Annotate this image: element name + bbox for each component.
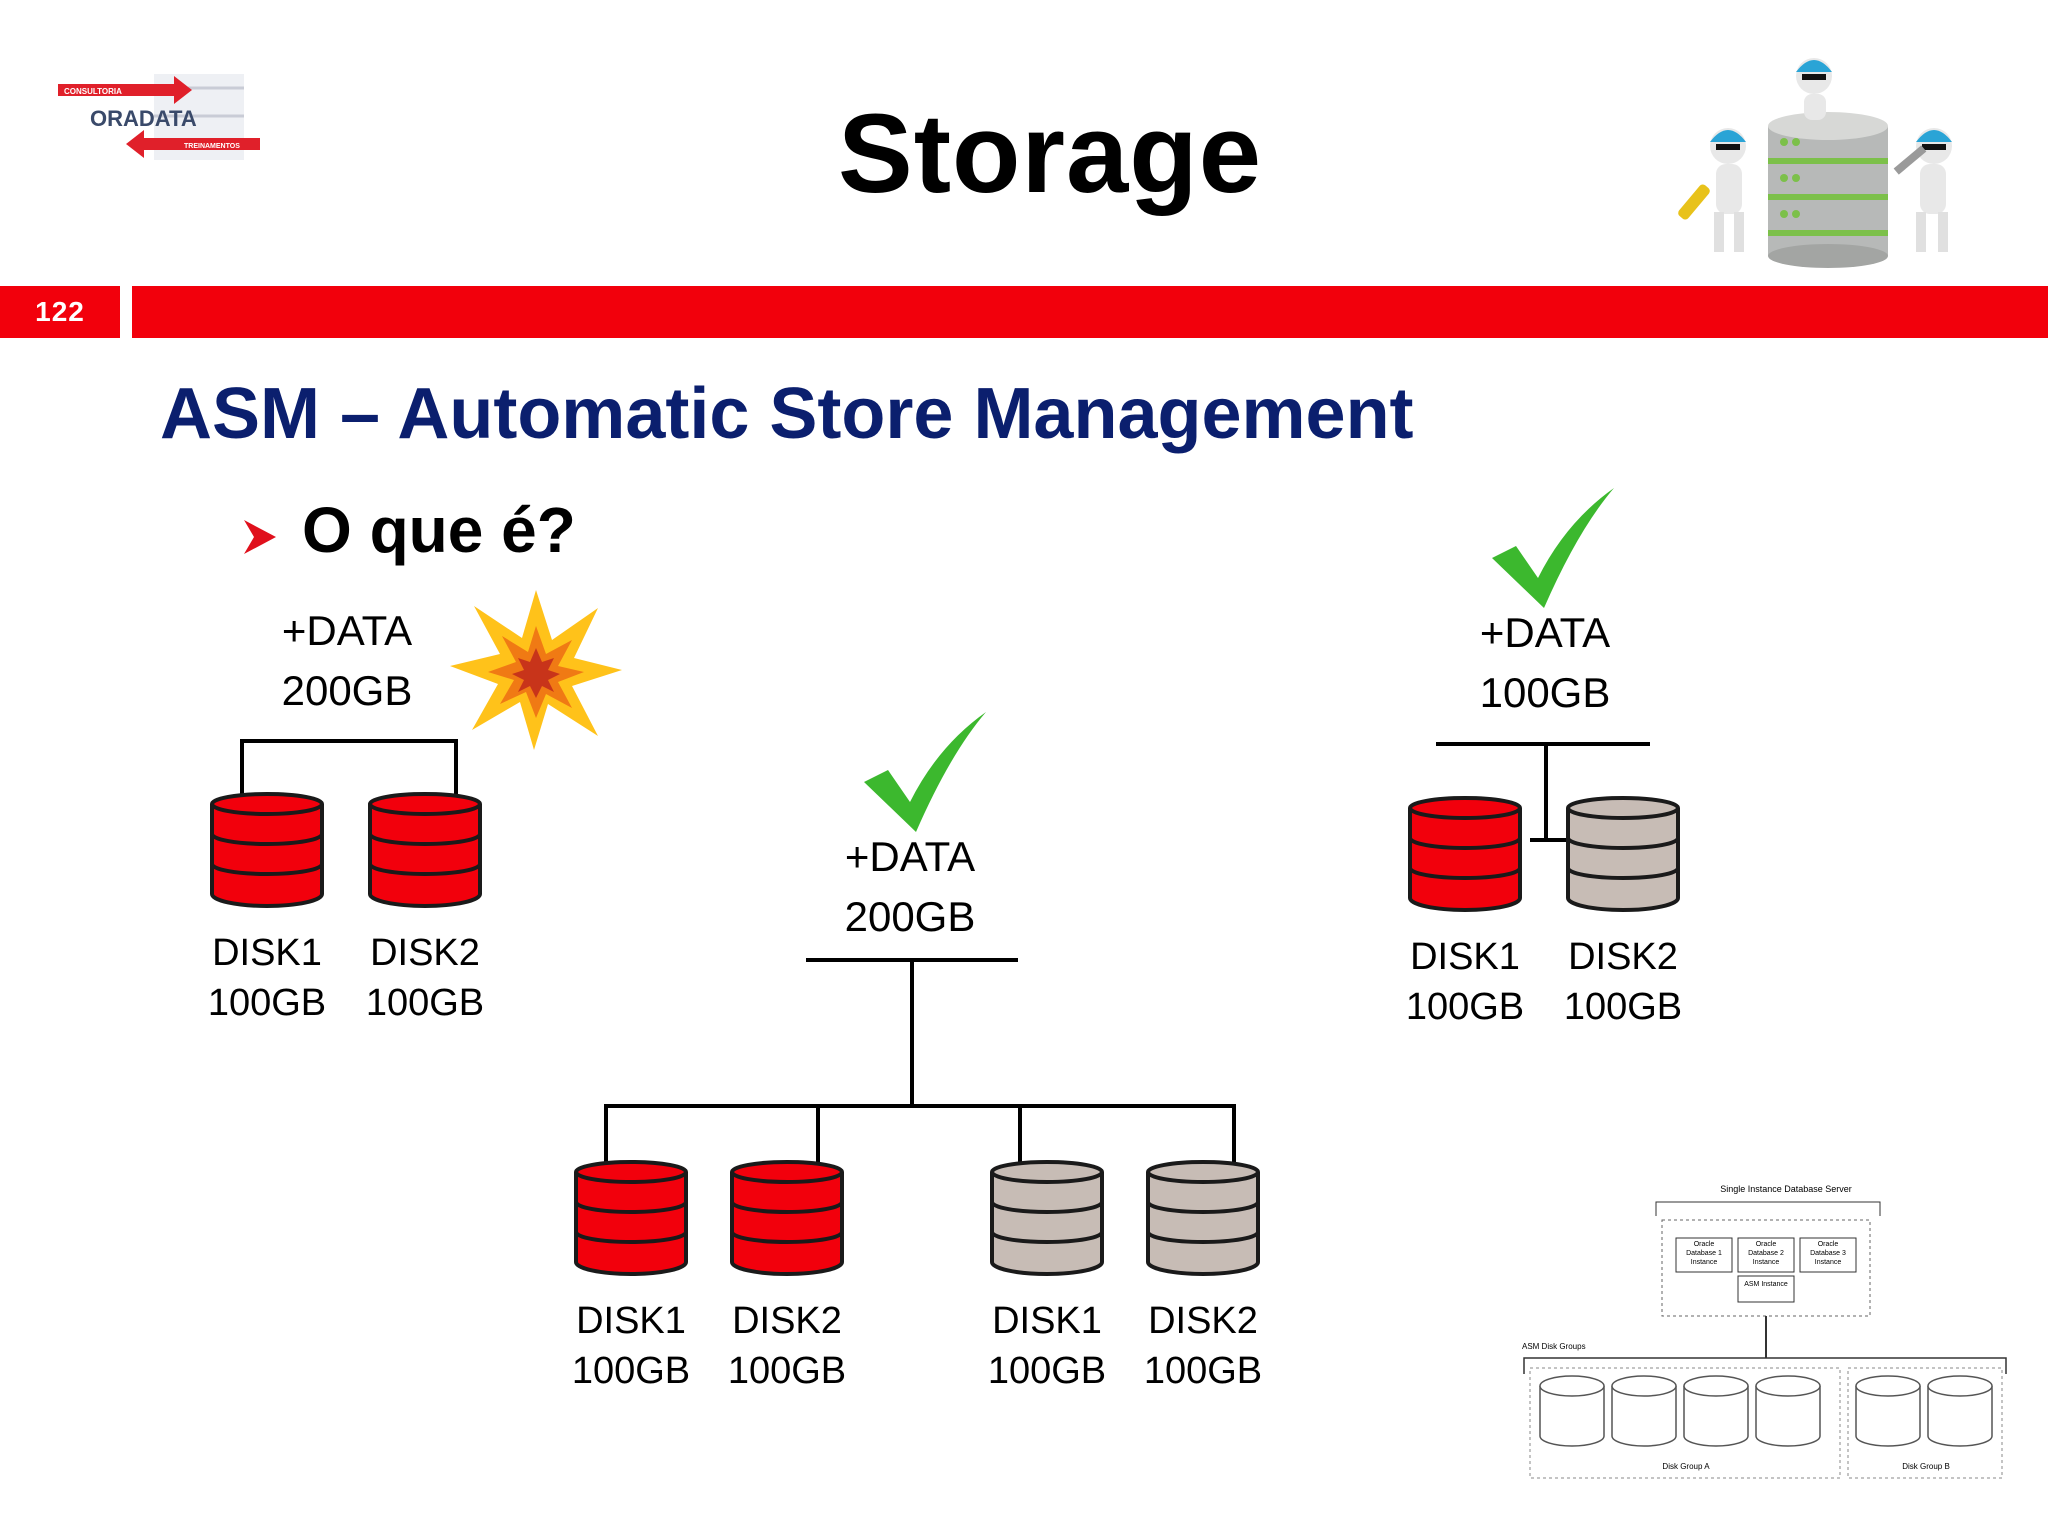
disk-cylinder-icon <box>1566 796 1680 912</box>
disk-caption: DISK2 100GB <box>1128 1296 1278 1396</box>
disk-size: 100GB <box>1143 1350 1263 1392</box>
connector-lines-left <box>240 739 458 794</box>
worker-figure-icon <box>1796 58 1832 120</box>
connector-lines-right <box>1436 742 1650 842</box>
diskgroup-size: 200GB <box>844 893 976 940</box>
disk-size: 100GB <box>1563 986 1683 1028</box>
explosion-icon <box>450 590 622 750</box>
disk-caption: DISK1 100GB <box>192 928 342 1028</box>
disk-size: 100GB <box>1405 986 1525 1028</box>
disk-cylinder-icon <box>574 1160 688 1276</box>
mini-instance-1: Oracle Database 1 Instance <box>1686 1241 1722 1266</box>
disk-name: DISK1 <box>992 1300 1102 1342</box>
mini-diagram-frame <box>1523 1201 2007 1479</box>
bullet-question: O que é? <box>302 494 576 566</box>
mini-instance-3: Oracle Database 3 Instance <box>1810 1241 1846 1266</box>
mini-disk-groups-label: ASM Disk Groups <box>1522 1342 1586 1351</box>
disk-name: DISK1 <box>1410 936 1520 978</box>
disk-size: 100GB <box>727 1350 847 1392</box>
worker-figure-icon <box>1893 128 1952 252</box>
database-stack-icon <box>1768 112 1888 268</box>
disk-name: DISK2 <box>370 932 480 974</box>
disk-size: 100GB <box>365 982 485 1024</box>
disk-size: 100GB <box>207 982 327 1024</box>
disk-size: 100GB <box>987 1350 1107 1392</box>
disk-name: DISK2 <box>1148 1300 1258 1342</box>
oradata-logo: CONSULTORIA ORADATA TREINAMENTOS <box>58 74 260 160</box>
workers-database-illustration <box>1678 58 1952 268</box>
disk-caption: DISK2 100GB <box>350 928 500 1028</box>
disk-cylinder-icon <box>1408 796 1522 912</box>
disk-cylinder-icon <box>990 1160 1104 1276</box>
disk-cylinder-icon <box>730 1160 844 1276</box>
disk-name: DISK1 <box>212 932 322 974</box>
connector-lines-middle <box>604 958 1236 1166</box>
header-divider-bar <box>132 286 2048 338</box>
worker-figure-icon <box>1678 128 1746 252</box>
disk-cylinder-icon <box>368 792 482 908</box>
page-number: 122 <box>0 286 120 338</box>
checkmark-icon <box>1492 488 1614 608</box>
mini-server-title: Single Instance Database Server <box>1720 1184 1852 1194</box>
logo-top-text: CONSULTORIA <box>64 87 122 96</box>
disk-cylinder-icon <box>1146 1160 1260 1276</box>
disk-name: DISK1 <box>576 1300 686 1342</box>
asm-architecture-mini-diagram: Single Instance Database Server Oracle D… <box>1516 1180 2012 1484</box>
diskgroup-name: +DATA <box>844 833 976 880</box>
mini-instance-2: Oracle Database 2 Instance <box>1748 1241 1784 1266</box>
disk-caption: DISK1 100GB <box>1390 932 1540 1032</box>
logo-text: ORADATA <box>90 106 197 131</box>
disk-name: DISK2 <box>732 1300 842 1342</box>
diskgroup-name: +DATA <box>1479 609 1611 656</box>
logo-bottom-text: TREINAMENTOS <box>184 143 240 150</box>
mini-group-a-label: Disk Group A <box>1662 1462 1710 1471</box>
disk-caption: DISK2 100GB <box>712 1296 862 1396</box>
checkmark-icon <box>864 712 986 832</box>
disk-caption: DISK1 100GB <box>556 1296 706 1396</box>
disk-size: 100GB <box>571 1350 691 1392</box>
disk-cylinder-icon <box>210 792 324 908</box>
arrow-bullet-icon <box>244 520 276 554</box>
mini-asm-instance: ASM Instance <box>1744 1281 1788 1288</box>
diskgroup-size: 100GB <box>1479 669 1611 716</box>
disk-caption: DISK1 100GB <box>972 1296 1122 1396</box>
page-title: Storage <box>838 91 1262 216</box>
section-subtitle: ASM – Automatic Store Management <box>160 374 1414 454</box>
mini-group-b-label: Disk Group B <box>1902 1462 1950 1471</box>
diskgroup-name: +DATA <box>281 607 413 654</box>
diskgroup-size: 200GB <box>281 667 413 714</box>
disk-name: DISK2 <box>1568 936 1678 978</box>
disk-caption: DISK2 100GB <box>1548 932 1698 1032</box>
